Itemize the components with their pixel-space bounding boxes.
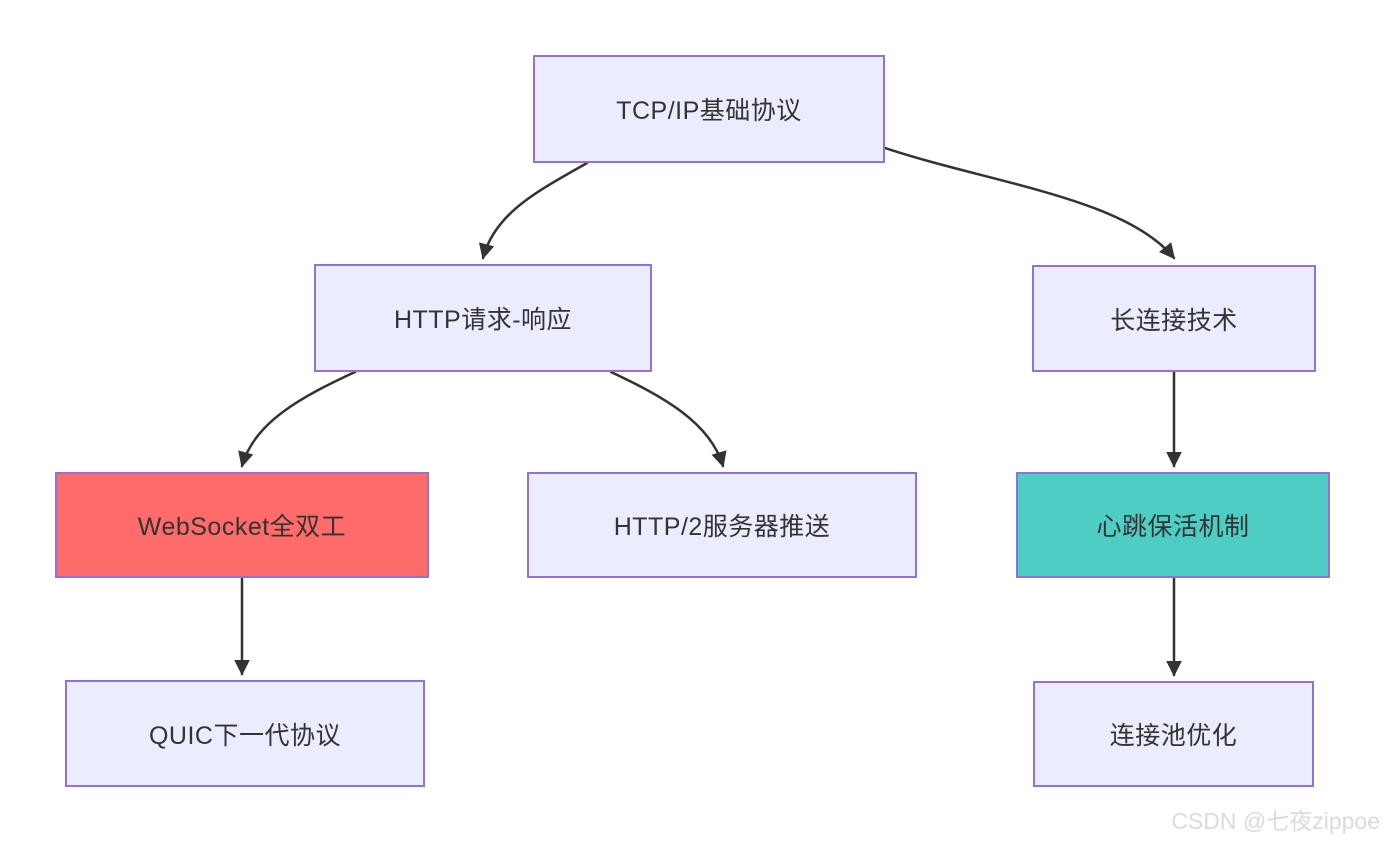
node-long-connection-tech: 长连接技术 [1032,265,1316,372]
node-label-connection-pool: 连接池优化 [1109,722,1238,750]
edge-http-to-http2 [609,370,727,468]
node-label-long-connection: 长连接技术 [1110,306,1238,335]
node-label-tcp-ip: TCP/IP基础协议 [616,97,802,125]
edge-tcp-to-longconn [883,146,1176,260]
node-heartbeat-keepalive: 心跳保活机制 [1016,472,1330,578]
node-label-heartbeat: 心跳保活机制 [1096,513,1250,541]
edge-http-to-websocket [238,370,357,468]
node-connection-pool-optimization: 连接池优化 [1033,681,1314,787]
node-quic-next-gen-protocol: QUIC下一代协议 [65,680,425,787]
node-http2-server-push: HTTP/2服务器推送 [527,472,917,578]
node-label-quic: QUIC下一代协议 [148,721,341,750]
node-label-http-request-response: HTTP请求-响应 [393,306,573,334]
node-label-websocket: WebSocket全双工 [137,513,347,541]
node-http-request-response: HTTP请求-响应 [314,264,652,372]
node-websocket-full-duplex: WebSocket全双工 [55,472,429,578]
edge-tcp-to-http [479,161,589,260]
csdn-watermark: CSDN @七夜zippoe [1171,808,1380,834]
node-tcp-ip-base-protocol: TCP/IP基础协议 [533,55,885,163]
node-label-http2-push: HTTP/2服务器推送 [613,513,831,541]
